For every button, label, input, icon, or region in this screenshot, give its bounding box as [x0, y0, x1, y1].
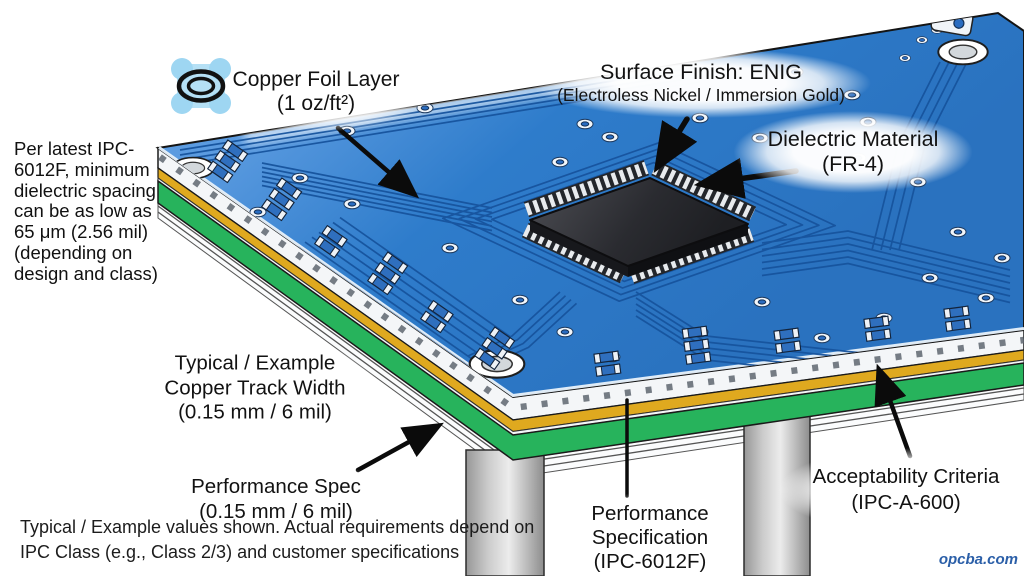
- footer-line2: IPC Class (e.g., Class 2/3) and customer…: [20, 542, 460, 562]
- copper-foil-line1: Copper Foil Layer: [232, 68, 400, 91]
- surface-finish-label: Surface Finish: ENIG (Electroless Nickel…: [531, 48, 871, 118]
- track-width-line3: (0.15 mm / 6 mil): [178, 400, 332, 424]
- chip-side-face: [628, 224, 748, 277]
- surface-finish-line2: (Electroless Nickel / Immersion Gold): [557, 85, 845, 106]
- copper-foil-label: Copper Foil Layer (1 oz/ft²): [198, 52, 434, 132]
- performance-specification-line2: Specification: [591, 526, 709, 549]
- copper-foil-arrow: [335, 125, 420, 199]
- ipc-note-line: design and class): [14, 262, 158, 284]
- chip-side-face: [530, 220, 628, 277]
- green-layer: [157, 179, 1024, 461]
- performance-specification-label: Performance Specification (IPC-6012F): [565, 492, 735, 576]
- ipc-note-line: (depending on: [14, 241, 133, 263]
- performance-spec-label: Performance Spec (0.15 mm / 6 mil): [157, 458, 395, 540]
- footer-line1: Typical / Example values shown. Actual r…: [20, 517, 535, 537]
- track-width-line2: Copper Track Width: [164, 375, 346, 399]
- performance-specification-line3: (IPC-6012F): [593, 550, 707, 573]
- acceptability-line1: Acceptability Criteria: [812, 465, 1000, 488]
- acceptability-label: Acceptability Criteria (IPC-A-600): [778, 448, 1024, 532]
- copper-traces: [179, 61, 1011, 380]
- track-width-label: Typical / Example Copper Track Width (0.…: [130, 335, 380, 441]
- acceptability-line2: (IPC-A-600): [851, 491, 961, 514]
- ipc-note-line: 6012F, minimum: [14, 158, 150, 180]
- ipc-note-line: can be as low as: [14, 200, 152, 222]
- support-leg: [465, 449, 545, 576]
- ipc-note: Per latest IPC- 6012F, minimum dielectri…: [14, 138, 158, 285]
- performance-specification-line1: Performance: [591, 502, 709, 525]
- copper-foil-icon: [171, 58, 231, 114]
- acceptability-arrow: [874, 363, 913, 459]
- copper-foil-line2: (1 oz/ft²): [276, 92, 356, 115]
- ipc-note-line: Per latest IPC-: [14, 138, 135, 159]
- performance-spec-arrow: [355, 422, 444, 473]
- performance-spec-line2: (0.15 mm / 6 mil): [199, 500, 353, 523]
- performance-spec-line1: Performance Spec: [191, 475, 361, 498]
- support-legs: [465, 404, 811, 576]
- dielectric-line1: Dielectric Material: [767, 127, 939, 151]
- footer-note: Typical / Example values shown. Actual r…: [20, 515, 534, 565]
- chip-top-face: [529, 177, 749, 267]
- surface-finish-arrow: [653, 116, 698, 174]
- track-width-line1: Typical / Example: [174, 351, 336, 375]
- dielectric-label: Dielectric Material (FR-4): [733, 111, 973, 193]
- ipc-note-line: dielectric spacing: [14, 179, 156, 201]
- edge-bevel-highlight: [158, 146, 1024, 398]
- dielectric-line2: (FR-4): [821, 152, 885, 176]
- ipc-note-line: 65 μm (2.56 mil): [14, 221, 149, 243]
- watermark: opcba.com: [938, 551, 1018, 568]
- surface-finish-line1: Surface Finish: ENIG: [600, 60, 802, 84]
